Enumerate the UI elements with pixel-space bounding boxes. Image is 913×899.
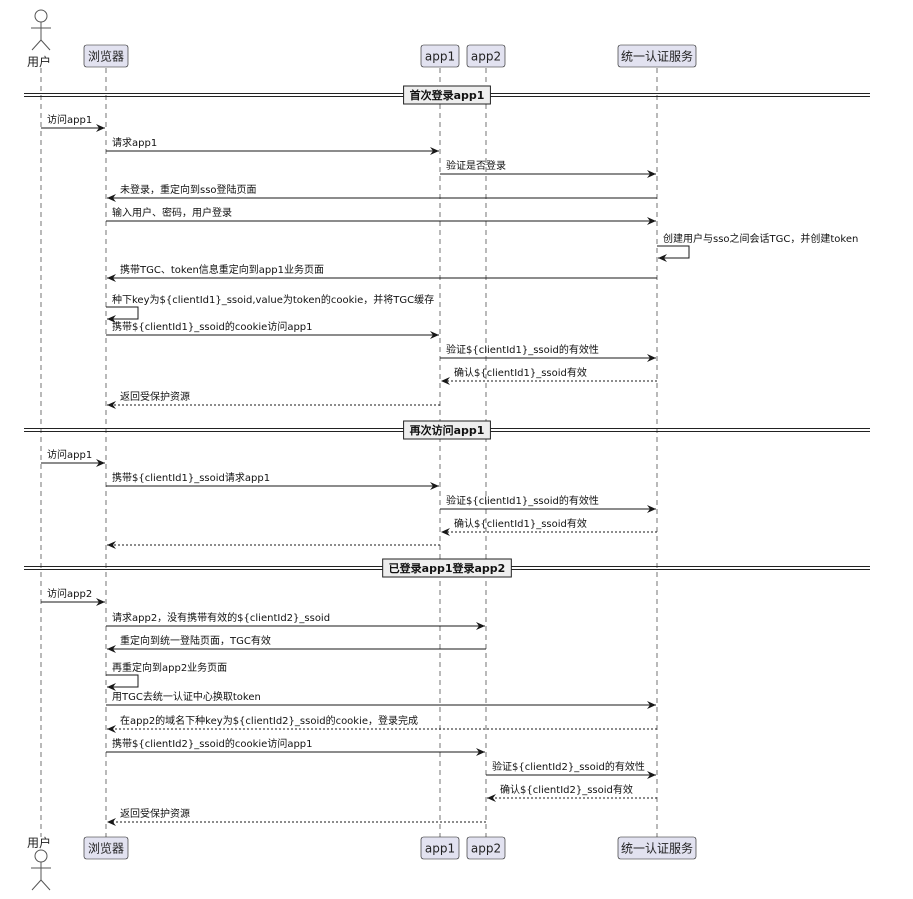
message-label: 携带${clientId2}_ssoid的cookie访问app1 xyxy=(112,737,313,750)
message: 创建用户与sso之间会话TGC，并创建token xyxy=(657,232,858,262)
message: 验证${clientId1}_ssoid的有效性 xyxy=(440,494,656,513)
participant-label: 浏览器 xyxy=(88,49,124,64)
message: 重定向到统一登陆页面，TGC有效 xyxy=(107,634,486,653)
message-arrow xyxy=(106,674,139,691)
participants-bottom: 用户 浏览器 app1 app2 统一认证服务 xyxy=(27,835,697,891)
participant-browser-box: 浏览器 xyxy=(83,44,129,68)
message-label: 验证${clientId2}_ssoid的有效性 xyxy=(492,760,645,773)
participants-top: 用户 浏览器 app1 app2 统一认证服务 xyxy=(27,9,697,69)
participant-label: 统一认证服务 xyxy=(621,49,693,64)
divider-label: 再次访问app1 xyxy=(410,423,485,437)
message: 确认${clientId2}_ssoid有效 xyxy=(487,783,657,802)
message-label: 访问app1 xyxy=(47,113,92,126)
message-label: 确认${clientId1}_ssoid有效 xyxy=(454,366,587,379)
message-label: 验证${clientId1}_ssoid的有效性 xyxy=(446,343,599,356)
message: 未登录，重定向到sso登陆页面 xyxy=(107,183,657,202)
message-label: 验证${clientId1}_ssoid的有效性 xyxy=(446,494,599,507)
message: 访问app1 xyxy=(41,448,105,467)
participant-label: app1 xyxy=(425,842,455,856)
message-label: 请求app2，没有携带有效的${clientId2}_ssoid xyxy=(112,611,330,624)
message-label: 在app2的域名下种key为${clientId2}_ssoid的cookie，… xyxy=(120,714,418,727)
group-divider: 再次访问app1 xyxy=(24,420,870,440)
participant-label: app2 xyxy=(471,50,501,64)
message-label: 创建用户与sso之间会话TGC，并创建token xyxy=(663,232,858,245)
message-label: 再重定向到app2业务页面 xyxy=(112,661,227,674)
message: 请求app1 xyxy=(106,136,439,155)
message-label: 携带TGC、token信息重定向到app1业务页面 xyxy=(120,263,324,276)
actor-icon xyxy=(31,849,51,891)
message-label: 用TGC去统一认证中心换取token xyxy=(112,690,261,703)
participant-browser-box: 浏览器 xyxy=(83,836,129,860)
message-label: 携带${clientId1}_ssoid请求app1 xyxy=(112,471,270,484)
message-label: 验证是否登录 xyxy=(446,159,506,172)
message-label: 确认${clientId2}_ssoid有效 xyxy=(500,783,633,796)
message-label: 请求app1 xyxy=(112,136,157,149)
participant-app1-box: app1 xyxy=(420,44,460,68)
message: 请求app2，没有携带有效的${clientId2}_ssoid xyxy=(106,611,485,630)
message: 输入用户、密码，用户登录 xyxy=(106,206,656,225)
message-label: 返回受保护资源 xyxy=(120,807,190,820)
participant-label: app1 xyxy=(425,50,455,64)
message-label: 输入用户、密码，用户登录 xyxy=(112,206,232,219)
participant-user-actor: 用户 xyxy=(27,9,51,69)
actor-icon xyxy=(31,9,51,51)
messages: 访问app1 请求app1 验证是否登录未登录，重定向到sso登陆页面输入用户、密码… xyxy=(41,113,858,826)
message: 用TGC去统一认证中心换取token xyxy=(106,690,656,709)
message-label: 访问app1 xyxy=(47,448,92,461)
participant-label: 用户 xyxy=(27,835,51,850)
message: 携带TGC、token信息重定向到app1业务页面 xyxy=(107,263,657,282)
group-divider: 已登录app1登录app2 xyxy=(24,558,870,578)
divider-label: 首次登录app1 xyxy=(410,88,485,102)
message: 验证${clientId2}_ssoid的有效性 xyxy=(486,760,656,779)
participant-sso-box: 统一认证服务 xyxy=(617,836,697,860)
message: 再重定向到app2业务页面 xyxy=(106,661,227,691)
message-label: 携带${clientId1}_ssoid的cookie访问app1 xyxy=(112,320,313,333)
participant-app1-box: app1 xyxy=(420,836,460,860)
participant-app2-box: app2 xyxy=(466,44,506,68)
message-label: 种下key为${clientId1}_ssoid,value为token的coo… xyxy=(112,293,434,306)
participant-sso-box: 统一认证服务 xyxy=(617,44,697,68)
message: 确认${clientId1}_ssoid有效 xyxy=(441,366,657,385)
participant-label: 浏览器 xyxy=(88,841,124,856)
message: 验证是否登录 xyxy=(440,159,656,178)
group-dividers: 首次登录app1 再次访问app1 已登录app1登录app2 xyxy=(24,85,870,578)
divider-label: 已登录app1登录app2 xyxy=(389,561,506,575)
message-label: 返回受保护资源 xyxy=(120,390,190,403)
message-label: 确认${clientId1}_ssoid有效 xyxy=(454,517,587,530)
message-arrow xyxy=(657,245,690,262)
message: 确认${clientId1}_ssoid有效 xyxy=(441,517,657,536)
participant-user-actor: 用户 xyxy=(27,835,51,891)
message-label: 重定向到统一登陆页面，TGC有效 xyxy=(120,634,271,647)
participant-app2-box: app2 xyxy=(466,836,506,860)
message-label: 未登录，重定向到sso登陆页面 xyxy=(120,183,257,196)
message: 验证${clientId1}_ssoid的有效性 xyxy=(440,343,656,362)
message: 携带${clientId2}_ssoid的cookie访问app1 xyxy=(106,737,485,756)
message: 携带${clientId1}_ssoid的cookie访问app1 xyxy=(106,320,439,339)
group-divider: 首次登录app1 xyxy=(24,85,870,105)
message-label: 访问app2 xyxy=(47,587,92,600)
message: 携带${clientId1}_ssoid请求app1 xyxy=(106,471,439,490)
lifelines xyxy=(40,68,658,837)
participant-label: 用户 xyxy=(27,54,51,69)
message: 访问app2 xyxy=(41,587,105,606)
message: 在app2的域名下种key为${clientId2}_ssoid的cookie，… xyxy=(107,714,657,733)
participant-label: app2 xyxy=(471,842,501,856)
message: 返回受保护资源 xyxy=(107,390,440,409)
participant-label: 统一认证服务 xyxy=(621,841,693,856)
message-arrow xyxy=(106,306,139,323)
message: 访问app1 xyxy=(41,113,105,132)
message: 种下key为${clientId1}_ssoid,value为token的coo… xyxy=(106,293,434,323)
message: 返回受保护资源 xyxy=(107,807,486,826)
